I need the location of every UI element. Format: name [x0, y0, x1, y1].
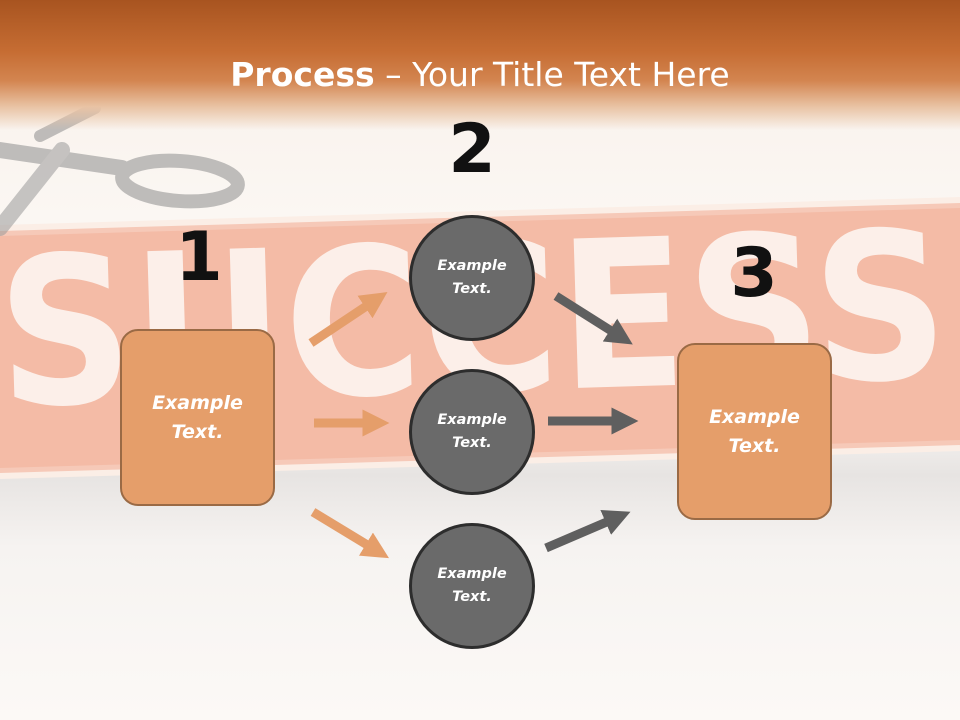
- arrow-from-item-1: [553, 292, 633, 345]
- arrow-to-item-1: [308, 292, 388, 347]
- step-number-1: 1: [175, 218, 223, 297]
- arrow-from-item-3: [544, 510, 631, 553]
- title-bold: Process: [230, 55, 375, 94]
- step-1-box: Example Text.: [120, 329, 275, 506]
- step-3-text: Example Text.: [709, 405, 800, 457]
- title-bar: [0, 0, 960, 130]
- step-2-item-2-text: Example Text.: [437, 412, 507, 451]
- step-2-item-3-text: Example Text.: [437, 566, 507, 605]
- arrow-to-item-3: [310, 508, 390, 559]
- step-2-item-1: Example Text.: [409, 215, 535, 341]
- title-rest: Your Title Text Here: [412, 55, 730, 94]
- title-dash: –: [374, 55, 413, 94]
- slide-title: Process – Your Title Text Here: [0, 54, 960, 96]
- step-3-box: Example Text.: [677, 343, 832, 520]
- step-2-item-2: Example Text.: [409, 369, 535, 495]
- step-number-2: 2: [448, 110, 496, 189]
- step-2-item-1-text: Example Text.: [437, 258, 507, 297]
- step-number-3: 3: [730, 234, 778, 313]
- step-1-text: Example Text.: [152, 391, 243, 443]
- step-2-item-3: Example Text.: [409, 523, 535, 649]
